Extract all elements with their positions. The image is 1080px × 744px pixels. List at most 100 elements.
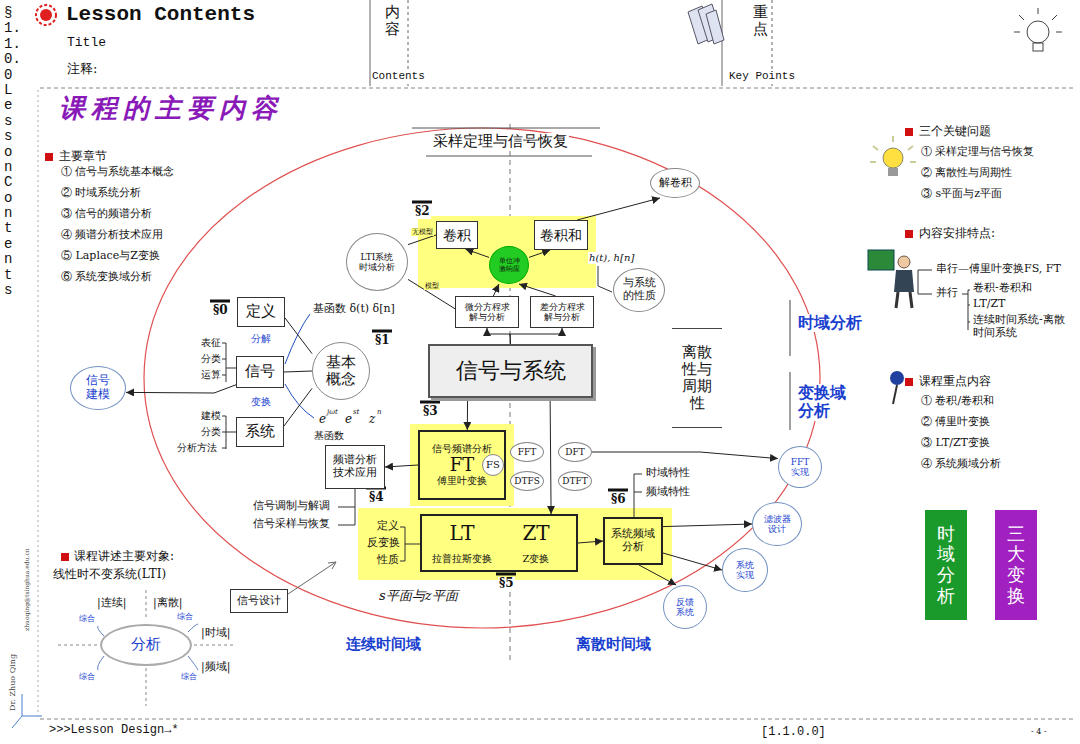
curve-arrow — [285, 314, 310, 364]
node-text: 系统频域分析 — [610, 528, 656, 553]
label-text: ② 傅里叶变换 — [920, 416, 992, 429]
node-text: 差分方程求解与分析 — [538, 302, 586, 323]
highlight-band — [358, 508, 672, 580]
connector — [510, 328, 562, 344]
dashed-rule — [40, 88, 1075, 89]
page-title: 课程的主要内容 — [58, 94, 284, 124]
label-text: 分析方法 — [176, 442, 218, 454]
node-text: 与系统的性质 — [621, 277, 657, 302]
label-text: 综合 — [180, 672, 198, 681]
analysis-ellipse: 分析 — [100, 624, 192, 666]
bracket — [790, 300, 791, 430]
rule — [412, 128, 600, 156]
label-text: jωt — [326, 408, 339, 416]
label-text: ① 信号与系统基本概念 — [60, 166, 176, 179]
label-text: ⑤ Laplace与Z变换 — [60, 250, 161, 263]
node-text: FT — [450, 455, 475, 476]
label-text: LT/ZT — [972, 298, 1006, 311]
callout-circle: 与系统的性质 — [613, 268, 665, 312]
vertical-label: 内容 — [384, 4, 401, 37]
node-text: 基本概念 — [325, 354, 357, 389]
label-text: 三个关键问题 — [918, 125, 992, 139]
label-text: 综合 — [78, 672, 96, 681]
label-text: 建模 — [200, 410, 222, 422]
node-text: 信号设计 — [237, 595, 281, 608]
teacher-icon — [868, 250, 914, 308]
process-box: 差分方程求解与分析 — [530, 296, 594, 328]
label-text: §5 — [498, 577, 515, 591]
node-text: 系统 — [245, 423, 275, 440]
label-text: Dr. Zhuo Qing — [8, 653, 17, 712]
label-text: 综合 — [176, 612, 194, 621]
node-text: 卷积 — [443, 227, 471, 243]
bracket — [338, 489, 355, 525]
node-text: 卷积和 — [540, 227, 582, 243]
node-text: DTFS — [514, 476, 540, 486]
label-text: s平面与z平面 — [378, 589, 459, 604]
node-text: 信号建模 — [85, 374, 111, 402]
book-icon — [688, 4, 724, 44]
vertical-label: 重点 — [752, 4, 769, 37]
label-text: zhuoqing@tsinghua.edu.cn — [24, 547, 31, 632]
connector — [663, 524, 752, 527]
connector — [578, 541, 603, 543]
label-text: 运算 — [200, 369, 222, 381]
impulse-circle: 单位冲激响应 — [489, 246, 529, 284]
connector — [487, 328, 511, 344]
highlight-band — [418, 216, 596, 288]
label-text: |频域| — [200, 661, 231, 674]
process-box: 卷积 — [436, 221, 478, 249]
transform-circle: DFT — [558, 442, 592, 462]
connector — [467, 398, 468, 430]
header-rule — [722, 0, 723, 86]
callout-circle: 解卷积 — [650, 168, 700, 198]
node-text: DFT — [565, 447, 584, 457]
label-text: ① 采样定理与信号恢复 — [920, 146, 1036, 159]
bracket — [634, 474, 642, 517]
label-text: 卷积-卷积和 — [972, 282, 1033, 295]
label-text: 离散时间域 — [575, 636, 652, 653]
connector — [550, 398, 551, 514]
label-text: Contents — [371, 70, 426, 83]
label-text: 线性时不变系统(LTI) — [52, 568, 167, 582]
label-text: 连续时间系统-离散时间系统 — [972, 314, 1074, 339]
label-text: §1 — [374, 334, 391, 348]
connector — [284, 371, 312, 372]
label-text: 内容安排特点: — [918, 227, 996, 241]
node-text: FFT — [518, 447, 537, 457]
label-text: ⑥ 系统变换域分析 — [60, 271, 154, 284]
lightbulb-icon — [870, 136, 916, 176]
node-text: 单位冲激响应 — [498, 257, 520, 273]
leader-line — [598, 266, 612, 292]
label-text: 综合 — [78, 614, 96, 623]
connector — [493, 284, 499, 296]
callout-circle: 滤波器设计 — [752, 502, 802, 546]
node-text: 信号频谱分析 — [432, 443, 492, 455]
label-text: 采样定理与信号恢复 — [432, 133, 569, 150]
label-text: 时域特性 — [645, 467, 691, 480]
main-box: 信号与系统 — [428, 344, 593, 398]
edge-label: 无模型 — [411, 228, 434, 236]
concept-box: 系统 — [236, 417, 284, 447]
label-text: 信号调制与解调 — [252, 500, 331, 513]
label-text: ③ 信号的频谱分析 — [60, 208, 154, 221]
label-text: 时域分析 — [797, 314, 863, 332]
connector — [465, 249, 489, 257]
concept-circle: 基本概念 — [312, 342, 370, 400]
bracket — [400, 527, 420, 561]
label-text: 变换 — [250, 396, 272, 408]
label-text: [1.1.0.0] — [760, 726, 827, 740]
label-text: ④ 频谱分析技术应用 — [60, 229, 165, 242]
dashed-rule — [58, 590, 236, 706]
process-box: 卷积和 — [534, 220, 588, 250]
lightbulb-icon — [1014, 8, 1062, 51]
header-icon — [36, 5, 56, 25]
node-text: FS — [486, 459, 500, 471]
node-text: 傅里叶变换 — [437, 475, 487, 487]
node-text: DTFT — [562, 476, 587, 486]
node-text: 信号 — [245, 363, 275, 380]
label-text: 分类 — [200, 353, 222, 365]
node-text: ZT — [522, 522, 549, 545]
callout-circle: 反馈系统 — [663, 585, 707, 629]
node-text: FFT实现 — [787, 457, 813, 478]
